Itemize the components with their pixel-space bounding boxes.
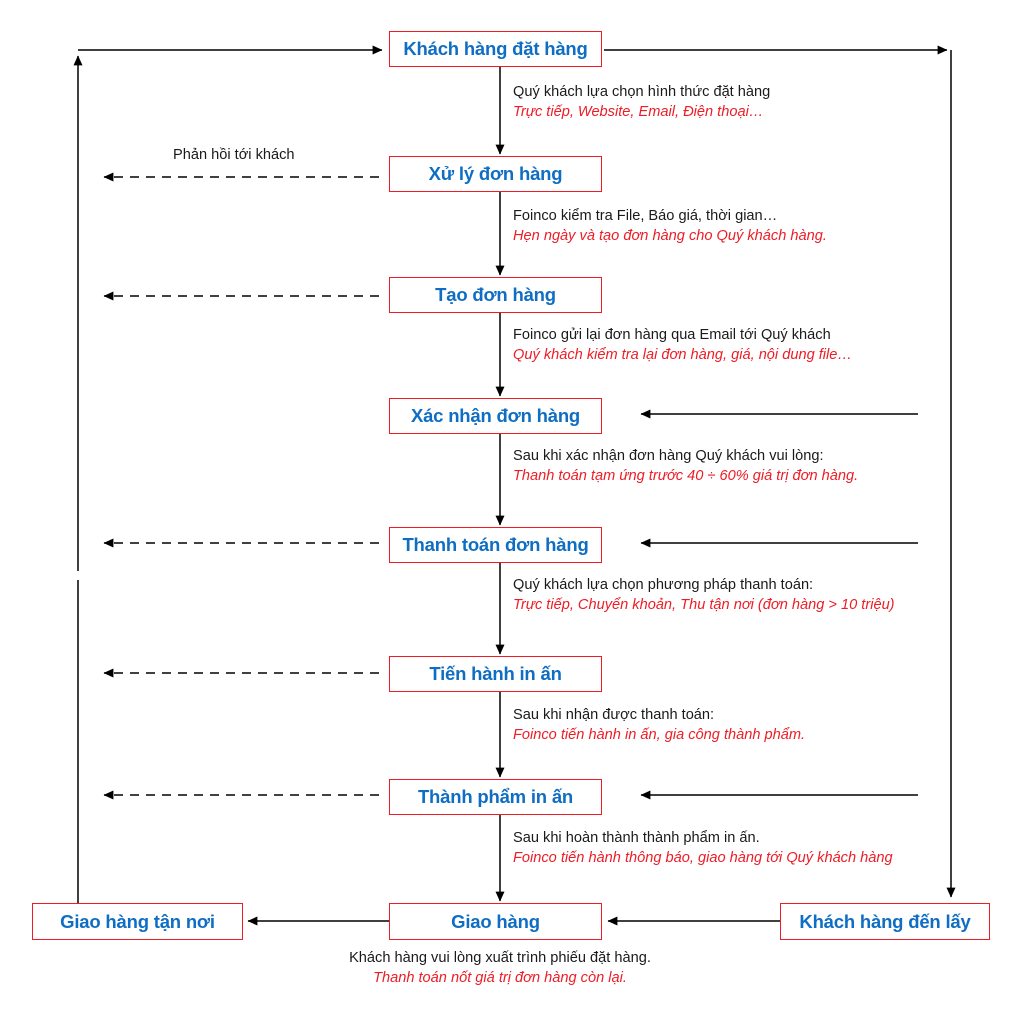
node-product[interactable]: Thành phẩm in ấn: [389, 779, 602, 815]
node-process[interactable]: Xử lý đơn hàng: [389, 156, 602, 192]
annotation-footer: Khách hàng vui lòng xuất trình phiếu đặt…: [0, 948, 1000, 988]
node-customer-pickup-label: Khách hàng đến lấy: [799, 910, 971, 932]
annotation-after-create: Foinco gửi lại đơn hàng qua Email tới Qu…: [513, 325, 852, 365]
annotation-after-process-line2: Hẹn ngày và tạo đơn hàng cho Quý khách h…: [513, 228, 827, 245]
node-payment-label: Thanh toán đơn hàng: [402, 534, 589, 555]
annotation-after-order: Quý khách lựa chọn hình thức đặt hàng Tr…: [513, 82, 770, 122]
node-create[interactable]: Tạo đơn hàng: [389, 277, 602, 313]
edge-label-feedback: Phản hồi tới khách: [173, 147, 295, 163]
node-printing-label: Tiến hành in ấn: [429, 663, 562, 684]
annotation-after-printing-line2: Foinco tiến hành in ấn, gia công thành p…: [513, 727, 806, 744]
node-process-label: Xử lý đơn hàng: [428, 163, 563, 184]
annotation-after-confirm-line1: Sau khi xác nhận đơn hàng Quý khách vui …: [513, 448, 824, 464]
annotation-after-product: Sau khi hoàn thành thành phẩm in ấn. Foi…: [513, 828, 893, 868]
node-customer-pickup[interactable]: Khách hàng đến lấy: [780, 903, 990, 940]
annotation-after-printing: Sau khi nhận được thanh toán: Foinco tiế…: [513, 705, 805, 745]
node-confirm-label: Xác nhận đơn hàng: [410, 405, 581, 426]
node-create-label: Tạo đơn hàng: [435, 284, 556, 305]
annotation-after-create-line2: Quý khách kiểm tra lại đơn hàng, giá, nộ…: [513, 347, 852, 364]
node-confirm[interactable]: Xác nhận đơn hàng: [389, 398, 602, 434]
node-delivery-to-door-label: Giao hàng tận nơi: [60, 910, 215, 932]
left-rail-gap: [75, 571, 82, 580]
node-order[interactable]: Khách hàng đặt hàng: [389, 31, 602, 67]
annotation-footer-line2: Thanh toán nốt giá trị đơn hàng còn lại.: [373, 970, 627, 987]
node-delivery-to-door[interactable]: Giao hàng tận nơi: [32, 903, 243, 940]
node-delivery-label: Giao hàng: [451, 910, 540, 932]
node-order-label: Khách hàng đặt hàng: [403, 38, 588, 59]
annotation-after-confirm-line2: Thanh toán tạm ứng trước 40 ÷ 60% giá tr…: [513, 468, 859, 485]
annotation-after-process-line1: Foinco kiểm tra File, Báo giá, thời gian…: [513, 208, 778, 224]
annotation-after-process: Foinco kiểm tra File, Báo giá, thời gian…: [513, 206, 827, 246]
annotation-after-create-line1: Foinco gửi lại đơn hàng qua Email tới Qu…: [513, 327, 831, 343]
annotation-after-product-line2: Foinco tiến hành thông báo, giao hàng tớ…: [513, 850, 893, 867]
annotation-after-printing-line1: Sau khi nhận được thanh toán:: [513, 707, 715, 723]
node-payment[interactable]: Thanh toán đơn hàng: [389, 527, 602, 563]
annotation-after-payment: Quý khách lựa chọn phương pháp thanh toá…: [513, 575, 895, 615]
annotation-after-payment-line2: Trực tiếp, Chuyển khoản, Thu tận nơi (đơ…: [513, 597, 895, 614]
annotation-footer-line1: Khách hàng vui lòng xuất trình phiếu đặt…: [349, 950, 651, 966]
node-printing[interactable]: Tiến hành in ấn: [389, 656, 602, 692]
annotation-after-order-line2: Trực tiếp, Website, Email, Điện thoại…: [513, 104, 764, 121]
node-product-label: Thành phẩm in ấn: [417, 786, 574, 807]
node-delivery[interactable]: Giao hàng: [389, 903, 602, 940]
annotation-after-payment-line1: Quý khách lựa chọn phương pháp thanh toá…: [513, 577, 814, 593]
annotation-after-product-line1: Sau khi hoàn thành thành phẩm in ấn.: [513, 830, 760, 846]
annotation-after-confirm: Sau khi xác nhận đơn hàng Quý khách vui …: [513, 446, 858, 486]
annotation-after-order-line1: Quý khách lựa chọn hình thức đặt hàng: [513, 84, 771, 100]
